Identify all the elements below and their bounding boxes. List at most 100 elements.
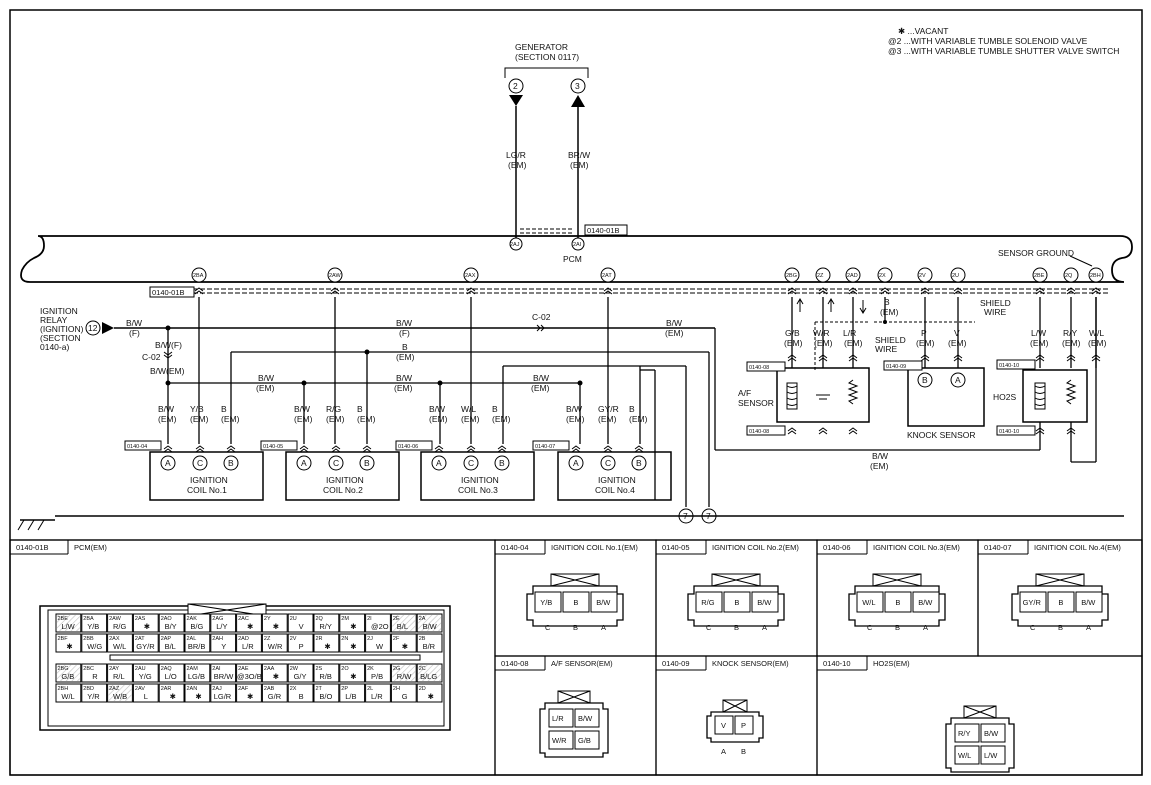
pcm-pin-id: 2B (419, 636, 426, 642)
pcm-pin-wire: B/R (423, 642, 436, 651)
generator: GENERATOR (SECTION 0117) 2 3 LG/R (EM) B… (504, 42, 628, 264)
pcm-pin-id: 2AM (187, 666, 199, 672)
pcm-terminal (1088, 267, 1104, 283)
knock-b-wire: B (884, 297, 890, 307)
ho2s-wire-3: W/L (1089, 328, 1104, 338)
connector-pin-label: B (895, 623, 900, 632)
pcm-pin-wire: B/L (165, 642, 176, 651)
pcm-pin-wire: ✱ (195, 692, 202, 701)
pcm-pin-id: 2H (393, 686, 400, 692)
pcm-pin-wire: Y/R (87, 692, 100, 701)
shield-2b: WIRE (875, 344, 898, 354)
pcm-pin-id: 2T (316, 686, 323, 692)
pcm-pin-id: 2V (290, 636, 297, 642)
af-harness-3: (EM) (844, 338, 863, 348)
coil-title: IGNITION (326, 475, 364, 485)
coil-wire: B (357, 404, 363, 414)
coil-pin-label: C (468, 458, 474, 468)
pcm-pin-id: 2AQ (161, 666, 173, 672)
legend: ✱ ...VACANT @2 ...WITH VARIABLE TUMBLE S… (888, 26, 1119, 56)
coil-connector-tag (124, 440, 162, 451)
pcm-pin-cell (132, 633, 159, 653)
connector-cell-label: B/W (596, 598, 611, 607)
pcm-pin-wire: B/Y (165, 622, 177, 631)
ho2s-connector-top: 0140-10 (999, 363, 1019, 369)
pcm-terminal-label: 2BE (1034, 273, 1045, 279)
legend-line-3: @3 ...WITH VARIABLE TUMBLE SHUTTER VALVE… (888, 46, 1119, 56)
coil-connector-tag (260, 440, 298, 451)
pcm-pin-cell (313, 613, 340, 633)
pcm-pin-wire: LG/B (188, 672, 205, 681)
connector-cell (590, 591, 618, 613)
coil-pin (328, 455, 344, 471)
connector-pin-label: A (923, 623, 928, 632)
pcm-pin-wire: BR/W (214, 672, 235, 681)
panel-title: PCM(EM) (74, 543, 107, 552)
coil-harness: (EM) (190, 414, 209, 424)
em-label-2: (EM) (665, 328, 684, 338)
af-label-2: SENSOR (738, 398, 774, 408)
pcm-pin-cell (339, 613, 366, 633)
pcm-pin-wire: R/G (113, 622, 127, 631)
pcm-pin-wire: G/Y (294, 672, 307, 681)
pcm-pin-wire: B (299, 692, 304, 701)
pcm-pin-cell (55, 633, 82, 653)
pcm-pin-wire: W/R (268, 642, 283, 651)
af-wire-2: W/R (813, 328, 830, 338)
relay-line-5: 0140-a) (40, 342, 69, 352)
coil-pin-label: B (228, 458, 234, 468)
pcm-pin-cell (184, 663, 211, 683)
connector-cell-label: B/W (918, 598, 933, 607)
coil-pin-label: B (364, 458, 370, 468)
coil-pin (359, 455, 375, 471)
pcm-pin-cell (416, 633, 443, 653)
pcm-pin-wire: ✱ (428, 692, 435, 701)
af-label-1: A/F (738, 388, 751, 398)
pcm-pin-id: 2F (393, 636, 400, 642)
coil-connector: 0140-04 (127, 444, 147, 450)
coil-pin (192, 455, 208, 471)
pcm-pin-wire: R/B (319, 672, 332, 681)
coil-wire: B (492, 404, 498, 414)
generator-section: (SECTION 0117) (515, 52, 579, 62)
connector-pin-label: A (721, 747, 726, 756)
pcm-pin-wire: @3O/B (237, 672, 262, 681)
pcm-terminal-label: 2AX (465, 273, 476, 279)
coil-connector-tag (532, 440, 570, 451)
connector-mark (1035, 354, 1045, 362)
pcm-pin-cell (184, 683, 211, 703)
knock-pin-a: A (955, 375, 961, 385)
connector-cell-label: W/R (552, 736, 567, 745)
panel-code: 0140-06 (823, 543, 851, 552)
pcm-pin-wire: ✱ (144, 622, 151, 631)
pcm-pin-wire: ✱ (66, 642, 73, 651)
pcm-terminal-label: 2Z (817, 273, 824, 279)
bw-em-label: B/W (258, 373, 274, 383)
pcm-pin-wire: W/B (113, 692, 127, 701)
pcm-terminal (600, 267, 616, 283)
pcm-pin-cell (390, 683, 417, 703)
ho2s-harness-2: (EM) (1062, 338, 1081, 348)
pcm-pin-id: 2BA (83, 616, 94, 622)
af-wire-1: G/B (785, 328, 800, 338)
panel-code: 0140-09 (662, 659, 690, 668)
pcm-pin-cell (107, 613, 133, 633)
pcm-terminal-label: 2X (879, 273, 886, 279)
coil-wire: R/G (326, 404, 341, 414)
connector-mark (1035, 427, 1045, 435)
connector-mark (331, 445, 341, 453)
coil-pin (568, 455, 584, 471)
pcm-pin-id: 2Y (264, 616, 271, 622)
pcm-key (109, 654, 421, 661)
connector-mark (848, 427, 858, 435)
connector-mark (1066, 354, 1076, 362)
shield-2a: SHIELD (875, 335, 906, 345)
coil-subtitle: COIL No.3 (458, 485, 498, 495)
pcm-pin-id: 2S (316, 666, 323, 672)
pcm-pin-id: 2W (290, 666, 299, 672)
pcm-pin-id: 2AW (109, 616, 122, 622)
connector-pin-label: C (867, 623, 873, 632)
knock-label: KNOCK SENSOR (907, 430, 976, 440)
connector-cell (954, 745, 980, 765)
